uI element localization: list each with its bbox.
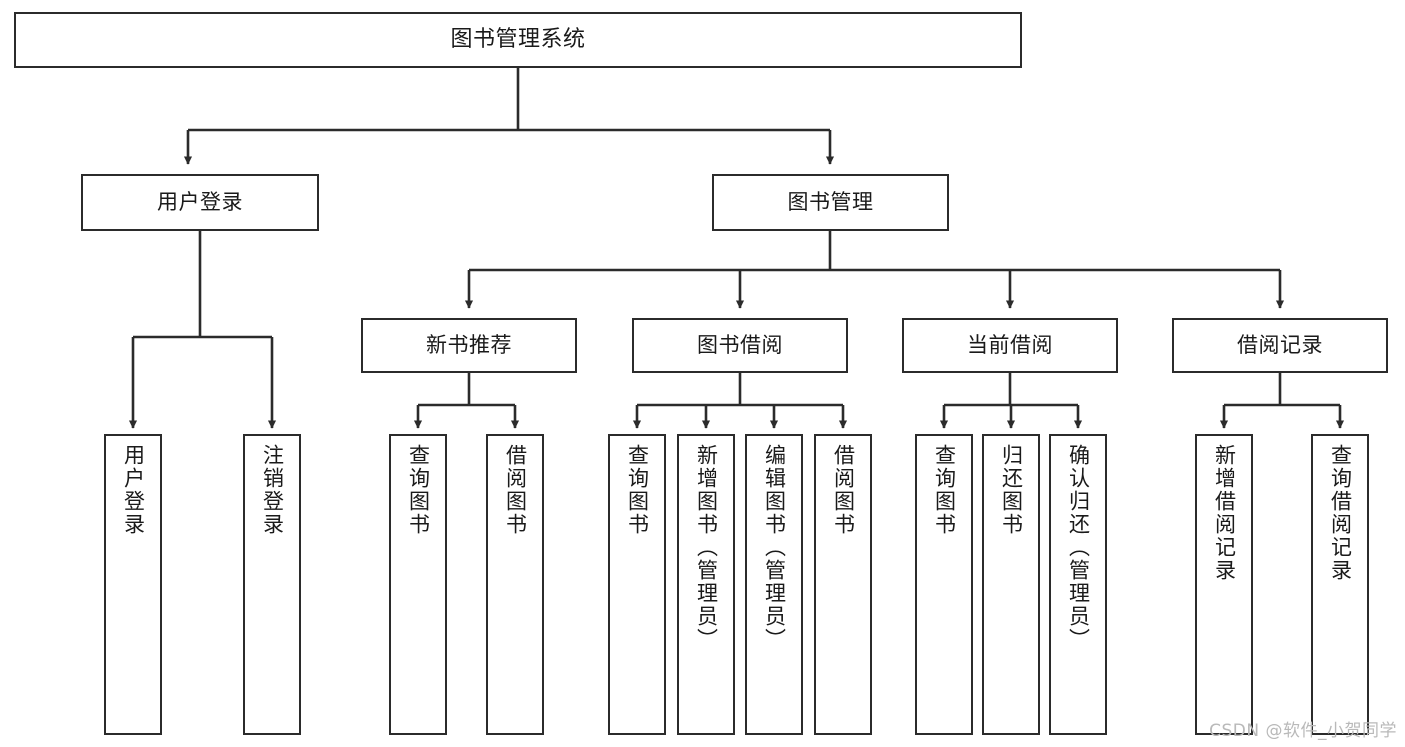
node-borrow-record[interactable]: 借阅记录: [1172, 318, 1388, 373]
node-leaf-query-book-borrow-label: 查询图书: [625, 444, 650, 536]
node-leaf-borrow-book[interactable]: 借阅图书: [814, 434, 872, 735]
node-current-borrow[interactable]: 当前借阅: [902, 318, 1118, 373]
node-leaf-query-book-recommend[interactable]: 查询图书: [389, 434, 447, 735]
node-book-management-label: 图书管理: [787, 189, 874, 214]
node-leaf-borrow-book-recommend-label: 借阅图书: [503, 444, 528, 536]
node-leaf-query-book-current-label: 查询图书: [932, 444, 957, 536]
node-book-borrow-label: 图书借阅: [697, 332, 783, 357]
node-borrow-record-label: 借阅记录: [1237, 332, 1323, 357]
node-book-borrow[interactable]: 图书借阅: [632, 318, 848, 373]
node-root-system-label: 图书管理系统: [450, 26, 586, 52]
node-leaf-return-book[interactable]: 归还图书: [982, 434, 1040, 735]
node-current-borrow-label: 当前借阅: [967, 332, 1053, 357]
node-leaf-add-book-admin-label: 新增图书（管理员）: [694, 444, 719, 651]
node-root-system[interactable]: 图书管理系统: [14, 12, 1022, 68]
node-leaf-confirm-return-admin-label: 确认归还（管理员）: [1066, 444, 1091, 651]
node-leaf-query-book-current[interactable]: 查询图书: [915, 434, 973, 735]
watermark-csdn: CSDN @软件_小贺同学: [1209, 721, 1397, 741]
node-leaf-logout-label: 注销登录: [260, 444, 285, 536]
node-leaf-user-login-label: 用户登录: [121, 444, 146, 536]
node-leaf-user-login[interactable]: 用户登录: [104, 434, 162, 735]
node-leaf-add-borrow-record[interactable]: 新增借阅记录: [1195, 434, 1253, 735]
node-leaf-borrow-book-recommend[interactable]: 借阅图书: [486, 434, 544, 735]
node-leaf-query-book-recommend-label: 查询图书: [406, 444, 431, 536]
node-leaf-add-book-admin[interactable]: 新增图书（管理员）: [677, 434, 735, 735]
node-user-login-label: 用户登录: [157, 189, 243, 214]
node-new-book-recommend[interactable]: 新书推荐: [361, 318, 577, 373]
node-book-management[interactable]: 图书管理: [712, 174, 949, 231]
node-leaf-query-borrow-record-label: 查询借阅记录: [1328, 444, 1353, 582]
node-leaf-borrow-book-label: 借阅图书: [831, 444, 856, 536]
node-leaf-query-borrow-record[interactable]: 查询借阅记录: [1311, 434, 1369, 735]
node-leaf-confirm-return-admin[interactable]: 确认归还（管理员）: [1049, 434, 1107, 735]
node-new-book-recommend-label: 新书推荐: [426, 332, 512, 357]
node-leaf-edit-book-admin[interactable]: 编辑图书（管理员）: [745, 434, 803, 735]
node-leaf-logout[interactable]: 注销登录: [243, 434, 301, 735]
node-leaf-edit-book-admin-label: 编辑图书（管理员）: [762, 444, 787, 651]
node-leaf-query-book-borrow[interactable]: 查询图书: [608, 434, 666, 735]
node-leaf-add-borrow-record-label: 新增借阅记录: [1212, 444, 1237, 582]
node-user-login[interactable]: 用户登录: [81, 174, 319, 231]
node-leaf-return-book-label: 归还图书: [999, 444, 1024, 536]
